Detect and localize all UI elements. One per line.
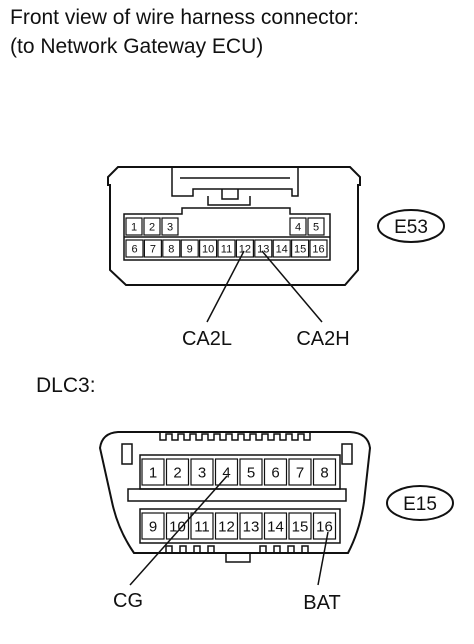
- e53-pin-number: 5: [313, 221, 319, 233]
- e53-pin-number: 11: [221, 243, 232, 255]
- dlc3-pin-cell: [239, 512, 263, 540]
- e53-pin-number: 14: [276, 243, 288, 255]
- e53-pin-cell: [199, 239, 218, 258]
- e53-tag-outline: [377, 209, 445, 243]
- ca2l-label: CA2L: [182, 328, 232, 350]
- e53-pin-cell: [217, 239, 236, 258]
- dlc3-right-slot: [341, 443, 353, 465]
- dlc3-pin-number: 3: [198, 464, 206, 481]
- dlc3-top-ribs: [159, 432, 311, 441]
- dlc3-bottom-pin-row: 9 10 11 12 13 14 15 16: [141, 512, 337, 540]
- e53-pin-number: 7: [150, 243, 156, 255]
- e53-pin-cell: [307, 217, 325, 236]
- dlc3-pin-cell: [190, 512, 214, 540]
- dlc3-pin-number: 12: [218, 518, 235, 535]
- dlc3-pin-cell: [141, 512, 165, 540]
- e53-latch: [171, 167, 299, 197]
- dlc3-pin-cell: [165, 512, 190, 540]
- e53-pin-cell: [143, 217, 161, 236]
- dlc3-pin-number: 11: [194, 518, 210, 535]
- dlc3-pin-cell: [239, 458, 263, 486]
- e53-pin-cell: [143, 239, 162, 258]
- e53-pin-number: 6: [131, 243, 137, 255]
- e53-pin-number: 1: [131, 221, 137, 233]
- dlc3-pin-cell: [288, 512, 312, 540]
- e53-tag: E53: [394, 217, 428, 238]
- e53-key: [207, 189, 251, 206]
- e53-pin-cell: [162, 239, 181, 258]
- diagram-title: Front view of wire harness connector:: [10, 6, 359, 29]
- dlc3-center-bar: [127, 488, 347, 502]
- e53-pin-number: 9: [187, 243, 193, 255]
- e15-tag: E15: [403, 494, 437, 515]
- dlc3-pin-number: 15: [292, 518, 309, 535]
- e53-pin-cell: [289, 217, 307, 236]
- dlc3-pin-number: 1: [149, 464, 157, 481]
- e53-pin-number: 10: [202, 243, 214, 255]
- dlc3-pin-cell: [312, 512, 337, 540]
- bat-leader: [317, 531, 329, 586]
- ca2h-leader: [261, 250, 323, 323]
- dlc3-pin-cell: [263, 458, 288, 486]
- dlc3-pin-number: 5: [247, 464, 255, 481]
- e53-pin-frame: [123, 207, 331, 261]
- e53-pin-number: 2: [149, 221, 155, 233]
- dlc3-pin-cell: [214, 512, 239, 540]
- e53-pin-cell: [309, 239, 328, 258]
- e53-pin-cell: [291, 239, 310, 258]
- dlc3-pin-cell: [263, 512, 288, 540]
- e53-pin-number: 15: [294, 243, 306, 255]
- e53-pin-cell: [272, 239, 291, 258]
- dlc3-left-slot: [121, 443, 133, 465]
- dlc3-pin-cell: [288, 458, 312, 486]
- dlc3-bottom-ribs: [165, 545, 309, 563]
- e53-pin-cell: [161, 217, 179, 236]
- dlc3-pin-number: 9: [149, 518, 157, 535]
- dlc3-label: DLC3:: [36, 374, 96, 397]
- e53-pin-cell: [235, 239, 254, 258]
- dlc3-pin-cell: [190, 458, 214, 486]
- e53-pin-cell: [125, 217, 143, 236]
- dlc3-pin-number: 7: [296, 464, 304, 481]
- e53-pin-number: 8: [168, 243, 174, 255]
- e53-pin-cell: [254, 239, 273, 258]
- dlc3-pin-cell: [312, 458, 337, 486]
- dlc3-pin-number: 14: [267, 518, 284, 535]
- dlc3-pin-cell: [141, 458, 165, 486]
- dlc3-pin-cell: [214, 458, 239, 486]
- e53-connector: [107, 166, 361, 286]
- dlc3-pin-number: 4: [222, 464, 230, 481]
- diagram-subtitle: (to Network Gateway ECU): [10, 35, 264, 58]
- e15-tag-outline: [386, 485, 454, 521]
- dlc3-connector: [98, 431, 372, 563]
- dlc3-pin-number: 6: [271, 464, 279, 481]
- cg-leader: [129, 475, 228, 586]
- e53-pin-number: 12: [239, 243, 251, 255]
- dlc3-pin-number: 10: [169, 518, 186, 535]
- dlc3-pin-number: 2: [173, 464, 181, 481]
- dlc3-pin-number: 16: [316, 518, 333, 535]
- e53-pin-number: 3: [167, 221, 173, 233]
- dlc3-pin-number: 13: [243, 518, 260, 535]
- dlc3-housing: [98, 431, 372, 554]
- dlc3-pin-cell: [165, 458, 190, 486]
- ca2l-leader: [206, 250, 245, 323]
- bat-label: BAT: [303, 592, 340, 614]
- ca2h-label: CA2H: [296, 328, 349, 350]
- e53-pin-cell: [125, 239, 144, 258]
- dlc3-pin-number: 8: [320, 464, 328, 481]
- e53-pin-number: 13: [257, 243, 269, 255]
- e53-pin-cell: [180, 239, 199, 258]
- cg-label: CG: [113, 590, 143, 612]
- dlc3-bottom-frame: [139, 508, 341, 544]
- e53-housing: [107, 166, 361, 286]
- e53-pin-number: 4: [295, 221, 301, 233]
- e53-pin-number: 16: [312, 243, 324, 255]
